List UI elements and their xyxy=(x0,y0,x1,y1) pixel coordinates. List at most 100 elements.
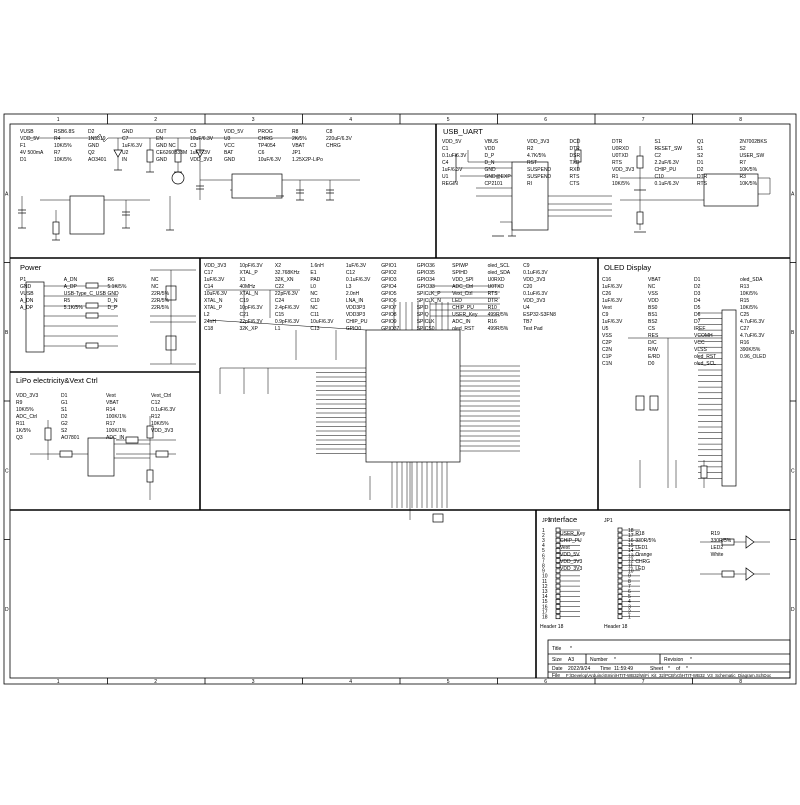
mcu-label: L2 xyxy=(204,312,210,318)
grid-row-marker: D xyxy=(791,607,795,613)
jp3-pin-number: 6 xyxy=(542,553,545,559)
usb_uart-label: S2 xyxy=(740,146,746,152)
time-label: Time xyxy=(600,666,611,672)
mcu-label: GPIO37 xyxy=(381,326,399,332)
section-title-power: Power xyxy=(20,263,42,272)
grid-col-marker: 4 xyxy=(349,679,352,685)
power_top-label: VUSB xyxy=(20,129,34,135)
interface-label: LED xyxy=(635,566,645,572)
mcu-label: GPIO5 xyxy=(381,291,397,297)
power_top-label: CE6260B33M xyxy=(156,150,187,156)
jp3-pin-number: 3 xyxy=(542,538,545,544)
mcu-label: L1 xyxy=(275,326,281,332)
mcu-label: 32.768KHz xyxy=(275,270,300,276)
mcu-label: 2.0nH xyxy=(346,291,360,297)
mcu-label: 0.9pF/6.3V xyxy=(275,319,300,325)
usb_uart-label: 0.1uF/6.3V xyxy=(442,153,467,159)
interface-label: R18 xyxy=(635,531,644,537)
jp1-pin-number: 8 xyxy=(628,579,631,585)
grid-col-marker: 1 xyxy=(57,117,60,123)
power_top-label: D1 xyxy=(20,157,27,163)
power-top-block xyxy=(18,133,360,241)
usb_uart-label: 10K/5% xyxy=(740,167,758,173)
usb_uart-label: DTR xyxy=(570,146,581,152)
revision-label: Revision xyxy=(664,657,683,663)
file-value: F:\Develop\Arduino\Smin\HTIT-WB32\WiFi_K… xyxy=(566,673,772,678)
usb_uart-label: RST xyxy=(527,160,537,166)
oled-label: 1uF/6.3V xyxy=(602,319,623,325)
power_top-label: GND xyxy=(224,157,236,163)
power_top-label: U2 xyxy=(122,150,129,156)
interface-label: VDD_3V3 xyxy=(560,559,582,565)
lipo-label: S1 xyxy=(61,407,67,413)
mcu-label: XTAL_N xyxy=(239,291,258,297)
oled-block xyxy=(628,309,737,488)
mcu-label: VDD_3V3 xyxy=(523,277,545,283)
mcu-label: SPICS0 xyxy=(417,326,435,332)
oled-label: 0.96_OLED xyxy=(740,354,767,360)
power_usb-label: 22R/5% xyxy=(151,305,169,311)
mcu-label: NC xyxy=(310,305,318,311)
jp1-pin-number: 9 xyxy=(628,574,631,580)
jp1-pin-number: 17 xyxy=(628,533,634,539)
usb_uart-label: VDD_3V3 xyxy=(612,167,634,173)
oled-label: E/RD xyxy=(648,354,660,360)
jp3-pin-number: 11 xyxy=(542,579,547,585)
power_top-label: CHRG xyxy=(258,136,273,142)
power_top-label: C3 xyxy=(190,143,197,149)
power_top-label: TP4054 xyxy=(258,143,276,149)
power_usb-label: GND xyxy=(108,291,120,297)
mcu-label: 0.1uF/6.3V xyxy=(346,277,371,283)
usb_uart-label: R2 xyxy=(527,146,534,152)
jp3-pin-number: 5 xyxy=(542,548,545,554)
usb_uart-label: U0TXD xyxy=(612,153,629,159)
mcu-label: SPICLK_N xyxy=(417,298,442,304)
usb_uart-label: C10 xyxy=(655,174,664,180)
usb_uart-label: C1 xyxy=(442,146,449,152)
interface-label: White xyxy=(711,552,724,558)
mcu-label: GPIO2 xyxy=(381,270,397,276)
grid-col-marker: 2 xyxy=(154,117,157,123)
lipo-label: 100K/1% xyxy=(106,414,127,420)
jp3-pin-number: 13 xyxy=(542,589,548,595)
lipo-label: VBAT xyxy=(106,400,119,406)
usb_uart-label: SUSPEND xyxy=(527,167,552,173)
usb_uart-label: RI xyxy=(527,181,532,187)
jp3-pin-number: 7 xyxy=(542,558,545,564)
oled-label: D5 xyxy=(694,305,701,311)
usb_uart-label: RTS xyxy=(697,181,708,187)
oled-label: C16 xyxy=(602,277,611,283)
lipo-label: Vext xyxy=(106,393,116,399)
jp1-pin-number: 12 xyxy=(628,558,634,564)
grid-col-marker: 2 xyxy=(154,679,157,685)
oled-label: VCC xyxy=(694,340,705,346)
revision-value: * xyxy=(690,657,692,663)
usb_uart-label: Q1 xyxy=(697,139,704,145)
jp3-pin-number: 16 xyxy=(542,604,548,610)
power_top-label: CHRG xyxy=(326,143,341,149)
power_top-label: 4V 500mA xyxy=(20,150,44,156)
interface-label: CHIP_PU xyxy=(560,538,582,544)
usb_uart-label: CP2101 xyxy=(485,181,503,187)
mcu-label: 32K_XN xyxy=(275,277,294,283)
lipo-label: S2 xyxy=(61,428,67,434)
sheet-label: Sheet xyxy=(650,666,664,672)
usb_uart-label: DSR xyxy=(570,153,581,159)
power_usb-label: A_DN xyxy=(20,298,34,304)
oled-label: D2 xyxy=(694,284,701,290)
jp3-pin-number: 8 xyxy=(542,564,545,570)
usb_uart-label: U0RXD xyxy=(612,146,629,152)
date-value: 2022/9/24 xyxy=(568,666,590,672)
oled-label: 10K/5% xyxy=(740,291,758,297)
jp1-pin-number: 5 xyxy=(628,594,631,600)
oled-label: C1N xyxy=(602,361,612,367)
usb_uart-label: RXD xyxy=(570,167,581,173)
mcu-label: TB7 xyxy=(523,319,532,325)
power_top-label: GND xyxy=(156,157,168,163)
usb_uart-label: SUSPEND xyxy=(527,174,552,180)
usb_uart-label: 2.2uF/6.3V xyxy=(655,160,680,166)
grid-col-marker: 1 xyxy=(57,679,60,685)
power_usb-label: D_N xyxy=(108,298,118,304)
power_usb-label: NC xyxy=(151,277,159,283)
